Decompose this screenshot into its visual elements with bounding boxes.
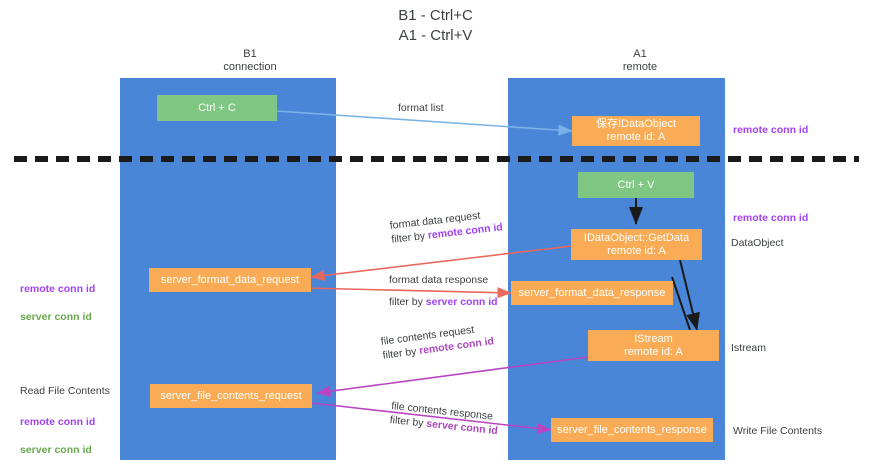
annotation-left-read-file-contents: Read File Contents [20,385,110,397]
annotation-left-server-conn-id: server conn id [20,311,92,323]
edge-label-format-data-response: format data response filter by server co… [389,273,498,309]
annotation-left-conn-ids: remote conn id server conn id [20,268,95,338]
annotation-right-dataobject: DataObject [731,237,784,249]
annotation-left-remote-conn-id-2: remote conn id [20,416,96,428]
annotation-right-remote-conn-top: remote conn id [733,124,809,136]
annotation-right-istream: Istream [731,342,767,354]
edge-label-format-list-text: format list [398,102,444,114]
annotation-left-remote-conn-id: remote conn id [20,283,96,295]
annotation-left-server-conn-id-2: server conn id [20,444,92,456]
node-server-file-contents-request[interactable]: server_file_contents_request [150,384,312,408]
node-ctrl-v[interactable]: Ctrl + V [578,172,694,198]
edge-label-format-data-request: format data request filter by remote con… [389,206,503,247]
node-save-idataobject[interactable]: 保存IDataObject remote id: A [572,116,700,146]
edge-label-file-contents-response: file contents response filter by server … [389,399,500,438]
node-server-format-data-request[interactable]: server_format_data_request [149,268,311,292]
page-title: B1 - Ctrl+C A1 - Ctrl+V [398,7,473,44]
edge-label-format-data-response-text: format data response [389,274,489,286]
node-ctrl-c[interactable]: Ctrl + C [157,95,277,121]
edge-label-file-contents-request: file contents request filter by remote c… [380,320,495,362]
phase-separator [14,156,859,162]
node-istream[interactable]: IStream remote id: A [588,330,719,361]
column-header-b1: B1 connection [223,48,277,73]
annotation-right-remote-conn-mid: remote conn id [733,212,809,224]
edge-label-format-list: format list [398,101,444,115]
node-server-file-contents-response[interactable]: server_file_contents_response [551,418,713,442]
node-server-format-data-response[interactable]: server_format_data_response [511,281,673,305]
annotation-right-write-file-contents: Write File Contents [733,425,823,437]
edge-label-format-data-response-filter: filter by server conn id [389,296,498,308]
annotation-left-conn-ids-2: remote conn id server conn id [20,401,95,471]
node-idataobject-getdata[interactable]: IDataObject::GetData remote id: A [571,229,702,260]
column-header-a1: A1 remote [622,48,658,73]
filter-key-server-conn-id: server conn id [425,296,498,308]
